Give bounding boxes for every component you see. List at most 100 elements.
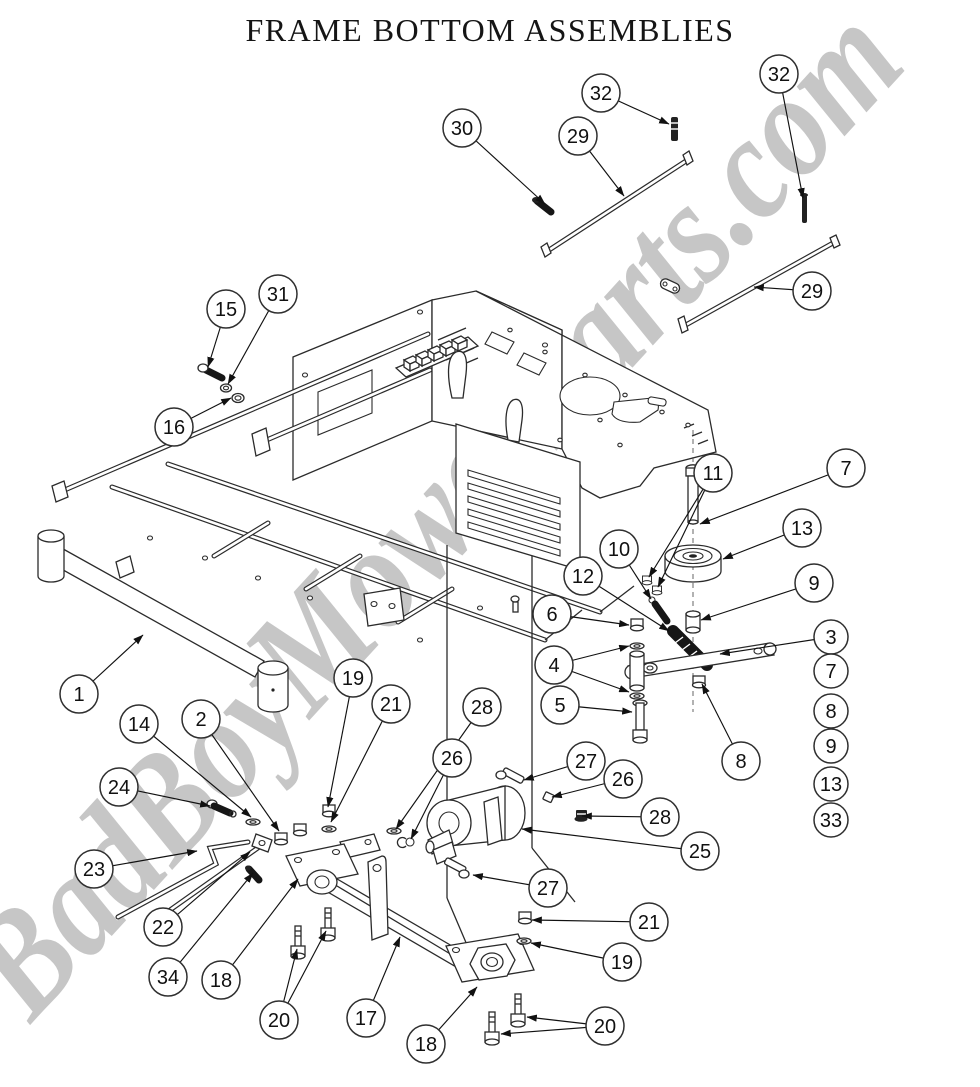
balloon-18 xyxy=(406,1024,446,1064)
frame-braces xyxy=(51,331,433,503)
leader-line xyxy=(719,636,832,657)
horn-fin xyxy=(447,350,468,399)
balloon-number: 20 xyxy=(268,1010,290,1032)
balloon-1 xyxy=(59,674,99,714)
balloon-29 xyxy=(792,271,832,311)
balloon-number: 27 xyxy=(537,878,559,900)
balloon-19 xyxy=(333,658,373,698)
leader-line xyxy=(200,718,280,832)
frame-line-art xyxy=(37,117,841,1046)
balloon-number: 19 xyxy=(342,668,364,690)
balloon-number: 7 xyxy=(840,458,851,480)
balloon-10 xyxy=(599,529,639,569)
leader-line xyxy=(778,73,805,199)
leader-line xyxy=(138,723,252,818)
balloon-number: 21 xyxy=(380,694,402,716)
bolt-part xyxy=(685,464,701,525)
balloon-number: 14 xyxy=(128,714,150,736)
balloon-number: 23 xyxy=(83,859,105,881)
balloon-number: 4 xyxy=(548,655,559,677)
balloon-number: 8 xyxy=(735,751,746,773)
leader-line xyxy=(167,872,254,978)
balloon-26 xyxy=(432,738,472,778)
balloon-33 xyxy=(813,802,849,838)
leader-line xyxy=(326,677,354,808)
balloon-number: 33 xyxy=(820,810,842,832)
balloon-number: 6 xyxy=(546,604,557,626)
leader-line xyxy=(700,582,815,621)
balloon-9 xyxy=(794,563,834,603)
fuse-block xyxy=(394,335,480,378)
bellcrank-assembly xyxy=(285,833,535,1046)
balloon-31 xyxy=(258,274,298,314)
balloon-6 xyxy=(532,594,572,634)
balloon-number: 22 xyxy=(152,917,174,939)
balloon-11 xyxy=(693,453,733,493)
leader-line xyxy=(220,878,299,981)
pulley-part xyxy=(664,544,722,583)
balloon-14 xyxy=(119,704,159,744)
balloon-number: 34 xyxy=(157,967,179,989)
balloon-7 xyxy=(826,448,866,488)
balloon-8 xyxy=(813,693,849,729)
idler-pulley-assembly xyxy=(510,430,777,744)
cotter-pin xyxy=(802,195,807,223)
balloon-number: 7 xyxy=(825,661,836,683)
spacer-part xyxy=(685,610,701,634)
eye-bolt xyxy=(651,600,671,625)
crank-strap xyxy=(367,855,389,941)
balloon-20 xyxy=(585,1006,625,1046)
balloon-8 xyxy=(721,741,761,781)
balloon-number: 28 xyxy=(471,697,493,719)
leader-line xyxy=(648,472,714,578)
balloon-28 xyxy=(640,797,680,837)
balloon-5 xyxy=(540,685,580,725)
rail-cylinder xyxy=(257,660,289,713)
front-subframe xyxy=(37,461,635,713)
balloon-28 xyxy=(462,687,502,727)
balloon-26 xyxy=(603,759,643,799)
balloon-21 xyxy=(371,684,411,724)
balloon-number: 32 xyxy=(590,83,612,105)
balloon-32 xyxy=(581,73,621,113)
balloon-number: 13 xyxy=(820,774,842,796)
balloon-25 xyxy=(680,831,720,871)
balloon-13 xyxy=(782,508,822,548)
balloon-number: 30 xyxy=(451,118,473,140)
balloon-number: 26 xyxy=(612,769,634,791)
balloon-7 xyxy=(813,653,849,689)
balloon-number: 1 xyxy=(73,684,84,706)
balloon-19 xyxy=(602,942,642,982)
balloon-30 xyxy=(442,108,482,148)
balloon-number: 12 xyxy=(572,566,594,588)
balloon-number: 18 xyxy=(415,1034,437,1056)
clutch-hardware xyxy=(386,767,588,879)
balloon-12 xyxy=(563,556,603,596)
balloon-23 xyxy=(74,849,114,889)
balloon-13 xyxy=(813,766,849,802)
balloon-32 xyxy=(759,54,799,94)
balloon-number: 32 xyxy=(768,64,790,86)
idler-bolt-stack xyxy=(629,618,648,744)
balloon-number: 29 xyxy=(567,126,589,148)
balloon-number: 31 xyxy=(267,284,289,306)
clutch-part xyxy=(425,785,526,865)
balloon-29 xyxy=(558,116,598,156)
balloon-number: 2 xyxy=(195,709,206,731)
balloon-number: 24 xyxy=(108,777,130,799)
balloon-number: 21 xyxy=(638,912,660,934)
balloon-9 xyxy=(813,728,849,764)
leader-line xyxy=(657,472,714,588)
balloon-number: 27 xyxy=(575,751,597,773)
balloon-number: 5 xyxy=(554,695,565,717)
hardware-cluster-left xyxy=(197,363,245,404)
balloon-18 xyxy=(201,960,241,1000)
balloon-4 xyxy=(534,645,574,685)
balloon-number: 18 xyxy=(210,970,232,992)
horn-fin xyxy=(505,398,524,443)
leader-line xyxy=(330,703,392,823)
leader-line xyxy=(521,826,701,852)
